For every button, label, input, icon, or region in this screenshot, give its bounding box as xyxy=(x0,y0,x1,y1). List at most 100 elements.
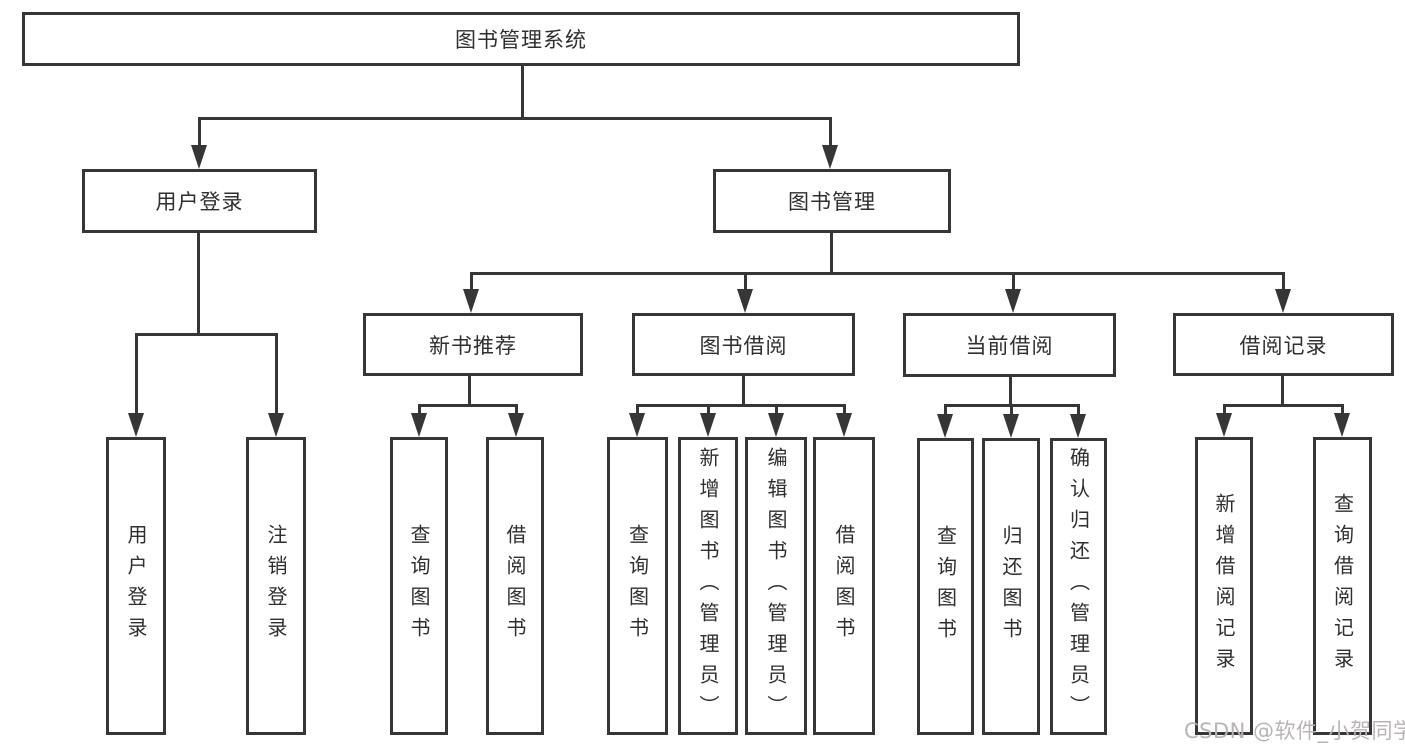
arrow-down-icon xyxy=(1275,272,1291,313)
arrow-head xyxy=(1070,414,1086,438)
connector-root-stem xyxy=(521,65,524,120)
arrow-stem xyxy=(134,333,138,413)
connector-user-login-stem xyxy=(197,233,200,336)
leaf-bb-query-books: 查询图书 xyxy=(607,437,668,735)
arrow-head xyxy=(128,413,144,437)
connector-book-management-rail xyxy=(470,272,1284,275)
leaf-user-login-label: 用户登录 xyxy=(124,524,148,648)
arrow-head xyxy=(1216,413,1232,437)
arrow-down-icon xyxy=(836,404,852,437)
leaf-br-add-record-label: 新增借阅记录 xyxy=(1212,493,1236,679)
arrow-stem xyxy=(743,272,747,289)
arrow-stem xyxy=(828,117,832,145)
node-user-login-label: 用户登录 xyxy=(155,190,244,214)
leaf-bb-add-books-admin-label: 新增图书（管理员） xyxy=(696,446,720,726)
node-new-book-recommend-label: 新书推荐 xyxy=(429,333,517,358)
arrow-head xyxy=(822,145,838,169)
leaf-bb-borrow-books-label: 借阅图书 xyxy=(832,524,856,648)
arrow-stem xyxy=(943,404,947,414)
arrow-head xyxy=(768,413,784,437)
leaf-user-login: 用户登录 xyxy=(106,437,166,735)
arrow-stem xyxy=(1340,404,1344,413)
arrow-head xyxy=(508,413,524,437)
arrow-head xyxy=(268,413,284,437)
arrow-stem xyxy=(469,272,473,289)
arrow-stem xyxy=(274,333,278,413)
connector-borrow-records-stem xyxy=(1281,376,1284,407)
node-current-borrow: 当前借阅 xyxy=(903,313,1116,377)
arrow-stem xyxy=(1222,404,1226,413)
leaf-br-query-record-label: 查询借阅记录 xyxy=(1330,493,1355,679)
arrow-down-icon xyxy=(1070,404,1086,438)
leaf-nb-query-books: 查询图书 xyxy=(390,437,448,735)
node-new-book-recommend: 新书推荐 xyxy=(363,313,583,376)
leaf-cb-return-books: 归还图书 xyxy=(982,438,1040,735)
arrow-head xyxy=(629,413,645,437)
leaf-nb-query-books-label: 查询图书 xyxy=(407,524,431,648)
connector-user-login-rail xyxy=(135,333,278,336)
arrow-stem xyxy=(1281,272,1285,289)
node-book-borrow: 图书借阅 xyxy=(632,313,855,376)
connector-current-borrow-stem xyxy=(1009,377,1012,407)
arrow-head xyxy=(937,414,953,438)
leaf-br-add-record: 新增借阅记录 xyxy=(1195,437,1253,735)
arrow-head xyxy=(463,289,479,313)
node-borrow-records-label: 借阅记录 xyxy=(1239,333,1328,358)
leaf-cb-query-books-label: 查询图书 xyxy=(933,524,958,649)
node-book-borrow-label: 图书借阅 xyxy=(699,333,788,358)
leaf-bb-borrow-books: 借阅图书 xyxy=(813,437,875,735)
node-book-management-label: 图书管理 xyxy=(788,190,876,214)
leaf-bb-query-books-label: 查询图书 xyxy=(625,524,650,648)
arrow-down-icon xyxy=(411,404,427,437)
arrow-head xyxy=(1003,414,1019,438)
leaf-logout-label: 注销登录 xyxy=(264,524,288,648)
node-borrow-records: 借阅记录 xyxy=(1173,313,1394,376)
arrow-down-icon xyxy=(463,272,479,313)
leaf-bb-add-books-admin: 新增图书（管理员） xyxy=(678,437,738,735)
leaf-bb-edit-books-admin: 编辑图书（管理员） xyxy=(745,437,807,735)
leaf-cb-return-books-label: 归还图书 xyxy=(999,524,1023,649)
arrow-down-icon xyxy=(128,333,144,437)
node-root: 图书管理系统 xyxy=(22,12,1020,66)
arrow-stem xyxy=(842,404,846,413)
arrow-down-icon xyxy=(1005,272,1021,313)
arrow-head xyxy=(700,413,716,437)
arrow-head xyxy=(1334,413,1350,437)
leaf-nb-borrow-books: 借阅图书 xyxy=(486,437,544,735)
arrow-head xyxy=(411,413,427,437)
arrow-head xyxy=(191,145,207,169)
arrow-down-icon xyxy=(737,272,753,313)
arrow-down-icon xyxy=(629,404,645,437)
connector-book-borrow-stem xyxy=(742,376,745,407)
arrow-stem xyxy=(1009,404,1013,414)
arrow-down-icon xyxy=(1003,404,1019,438)
arrow-stem xyxy=(197,117,201,145)
arrow-stem xyxy=(635,404,639,413)
connector-new-book-stem xyxy=(468,376,471,407)
arrow-head xyxy=(1275,289,1291,313)
connector-borrow-records-rail xyxy=(1223,404,1344,407)
arrow-stem xyxy=(1011,272,1015,289)
node-user-login: 用户登录 xyxy=(82,169,317,233)
arrow-down-icon xyxy=(1216,404,1232,437)
arrow-down-icon xyxy=(1334,404,1350,437)
leaf-logout: 注销登录 xyxy=(246,437,306,735)
csdn-watermark: CSDN @软件_小贺同学 xyxy=(1184,719,1405,743)
arrow-down-icon xyxy=(822,117,838,169)
connector-root-rail xyxy=(198,117,832,120)
arrow-head xyxy=(737,289,753,313)
node-root-label: 图书管理系统 xyxy=(455,28,587,52)
leaf-cb-confirm-return-admin: 确认归还（管理员） xyxy=(1050,438,1107,735)
arrow-head xyxy=(836,413,852,437)
arrow-stem xyxy=(1076,404,1080,414)
leaf-cb-query-books: 查询图书 xyxy=(917,438,974,735)
arrow-down-icon xyxy=(700,404,716,437)
arrow-down-icon xyxy=(508,404,524,437)
arrow-stem xyxy=(774,404,778,413)
leaf-nb-borrow-books-label: 借阅图书 xyxy=(503,524,527,648)
connector-book-management-stem xyxy=(830,233,833,275)
arrow-down-icon xyxy=(937,404,953,438)
node-current-borrow-label: 当前借阅 xyxy=(965,334,1054,358)
arrow-stem xyxy=(417,404,421,413)
